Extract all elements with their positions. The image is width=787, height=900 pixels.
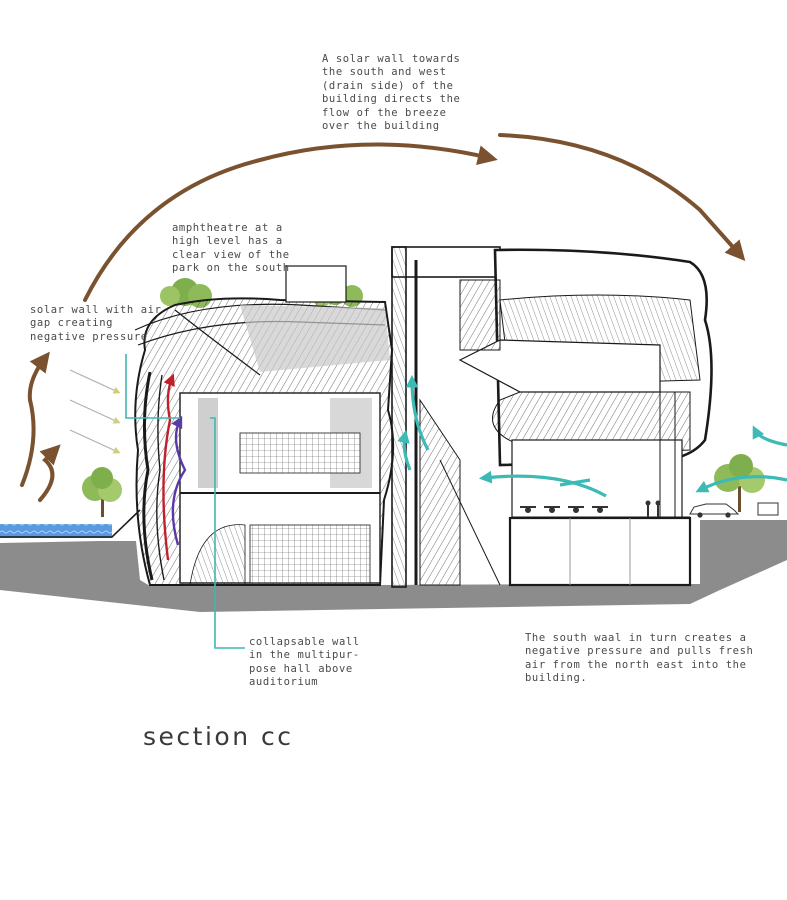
fresh-air-arrow <box>397 374 787 498</box>
note-solar-wall-air-gap: solar wall with air gap creating negativ… <box>30 304 162 343</box>
people-icon <box>520 500 661 517</box>
note-amphitheatre: amphtheatre at a high level has a clear … <box>172 222 290 275</box>
leader-line <box>125 354 245 649</box>
incoming-air-arrow <box>69 369 121 454</box>
right-volume <box>458 248 713 587</box>
note-collapsable-wall: collapsable wall in the multipur- pose h… <box>249 636 360 689</box>
car-icon <box>689 502 779 518</box>
tree-icon <box>714 454 765 512</box>
breeze-arrow <box>20 133 746 502</box>
note-south-wall: The south waal in turn creates a negativ… <box>525 632 754 685</box>
tree-icon <box>82 467 122 517</box>
auditorium-volume <box>134 297 395 586</box>
ground <box>0 509 787 612</box>
water <box>0 524 112 538</box>
note-solar-wall-south-west: A solar wall towards the south and west … <box>322 53 461 133</box>
hot-air-arrow <box>162 373 187 561</box>
section-title: section cc <box>143 722 294 751</box>
circulation-core <box>285 246 501 588</box>
